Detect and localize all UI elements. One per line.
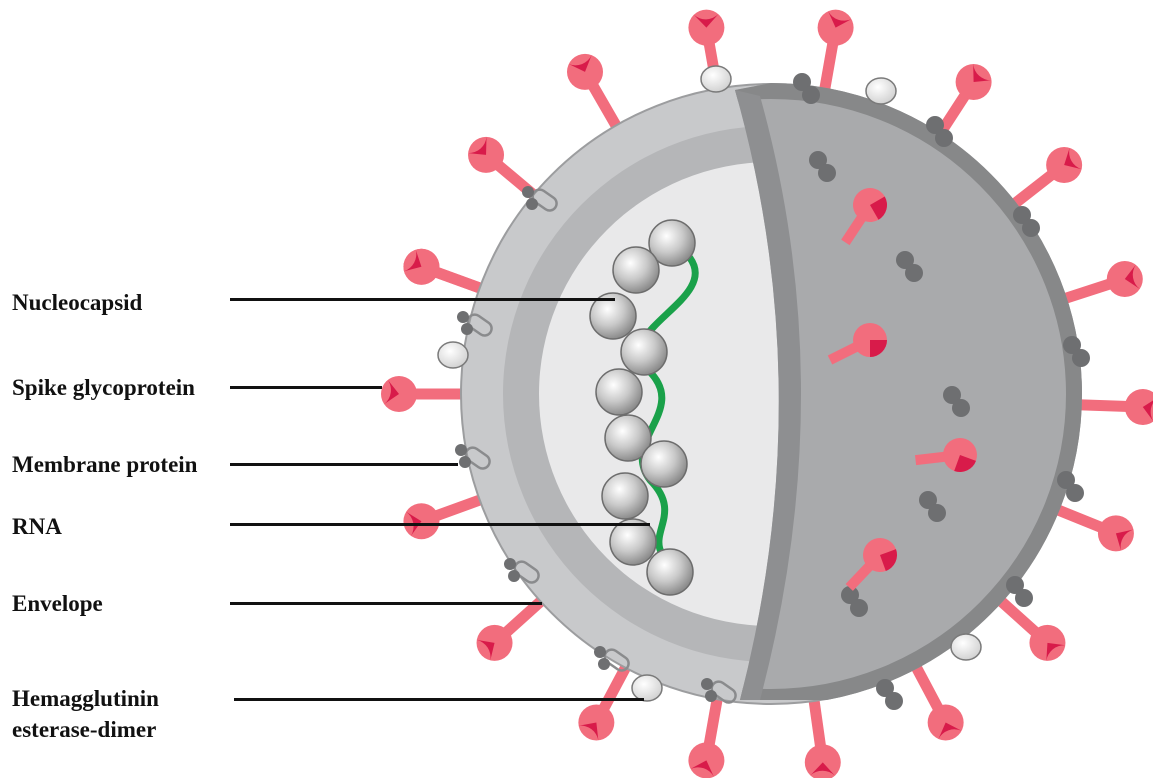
he-dimer <box>438 342 468 368</box>
label-nucleocapsid: Nucleocapsid <box>12 289 142 316</box>
leader-nucleocapsid <box>230 298 615 301</box>
nucleocapsid-ball <box>613 247 659 293</box>
label-envelope: Envelope <box>12 590 103 617</box>
spike-glycoprotein <box>805 691 841 778</box>
leader-membrane-protein <box>230 463 458 466</box>
label-he-line1: Hemagglutinin <box>12 685 159 712</box>
spike-glycoprotein <box>567 54 621 134</box>
spike-glycoprotein <box>1071 389 1153 425</box>
label-spike-glycoprotein: Spike glycoprotein <box>12 374 195 401</box>
he-dimer <box>701 66 731 92</box>
spike-glycoprotein <box>381 376 471 412</box>
spike-glycoprotein <box>1049 506 1134 551</box>
leader-spike-glycoprotein <box>230 386 382 389</box>
nucleocapsid-ball <box>602 473 648 519</box>
nucleocapsid-ball <box>647 549 693 595</box>
he-dimer <box>951 634 981 660</box>
spike-glycoprotein <box>1056 261 1142 301</box>
spike-glycoprotein <box>1007 147 1082 209</box>
nucleocapsid-ball <box>596 369 642 415</box>
label-he-line2: esterase-dimer <box>12 716 156 743</box>
leader-rna <box>230 523 650 526</box>
nucleocapsid-ball <box>641 441 687 487</box>
leader-he-dimer <box>234 698 644 701</box>
label-rna: RNA <box>12 513 62 540</box>
he-dimer <box>866 78 896 104</box>
label-membrane-protein: Membrane protein <box>12 451 197 478</box>
spike-glycoprotein <box>403 249 489 292</box>
leader-envelope <box>230 602 542 605</box>
nucleocapsid-ball <box>621 329 667 375</box>
spike-glycoprotein <box>912 659 964 741</box>
spike-glycoprotein <box>688 689 724 778</box>
spike-glycoprotein <box>818 10 854 99</box>
spike-glycoprotein <box>403 497 489 540</box>
membrane-protein-pair <box>876 679 903 710</box>
